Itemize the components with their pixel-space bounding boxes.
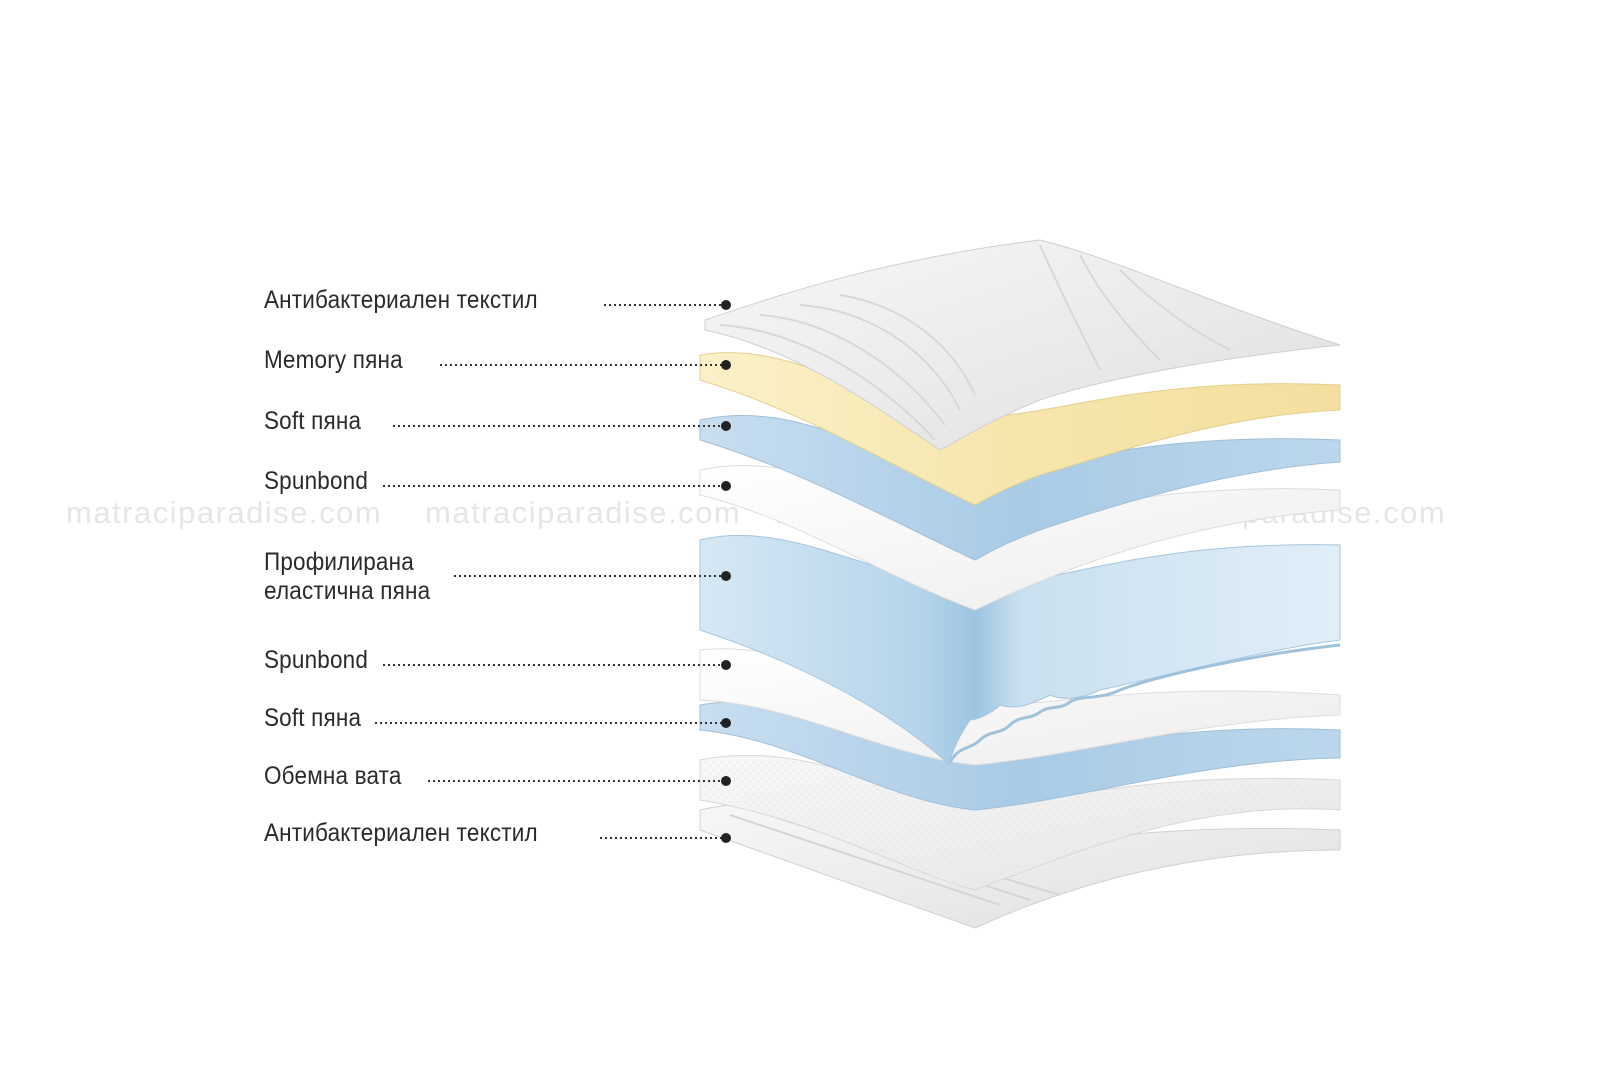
label-lower-spunbond: Spunbond xyxy=(264,646,369,674)
watermark-text: matraciparadise.com xyxy=(66,495,383,530)
label-upper-soft-foam: Soft пяна xyxy=(264,407,362,435)
label-wadding: Обемна вата xyxy=(264,762,402,790)
leader-dot xyxy=(721,481,731,491)
label-upper-spunbond: Spunbond xyxy=(264,467,369,495)
label-profiled-foam: Профилирана еластична пяна xyxy=(264,548,430,606)
leader-dot xyxy=(721,660,731,670)
watermark-text: matraciparadise.com xyxy=(425,495,742,530)
leader-dot xyxy=(721,300,731,310)
label-top-textile: Антибактериален текстил xyxy=(264,286,538,314)
leader-dot xyxy=(721,718,731,728)
label-lower-soft-foam: Soft пяна xyxy=(264,704,362,732)
leader-dot xyxy=(721,421,731,431)
label-profiled-foam-line2: еластична пяна xyxy=(264,577,431,605)
leader-dot xyxy=(721,833,731,843)
label-bottom-textile: Антибактериален текстил xyxy=(264,819,538,847)
label-profiled-foam-line1: Профилирана xyxy=(264,548,414,576)
layer-top-textile xyxy=(704,239,1341,451)
label-memory-foam: Memory пяна xyxy=(264,346,403,374)
leader-dot xyxy=(721,776,731,786)
leader-dot xyxy=(721,571,731,581)
leader-dot xyxy=(721,360,731,370)
